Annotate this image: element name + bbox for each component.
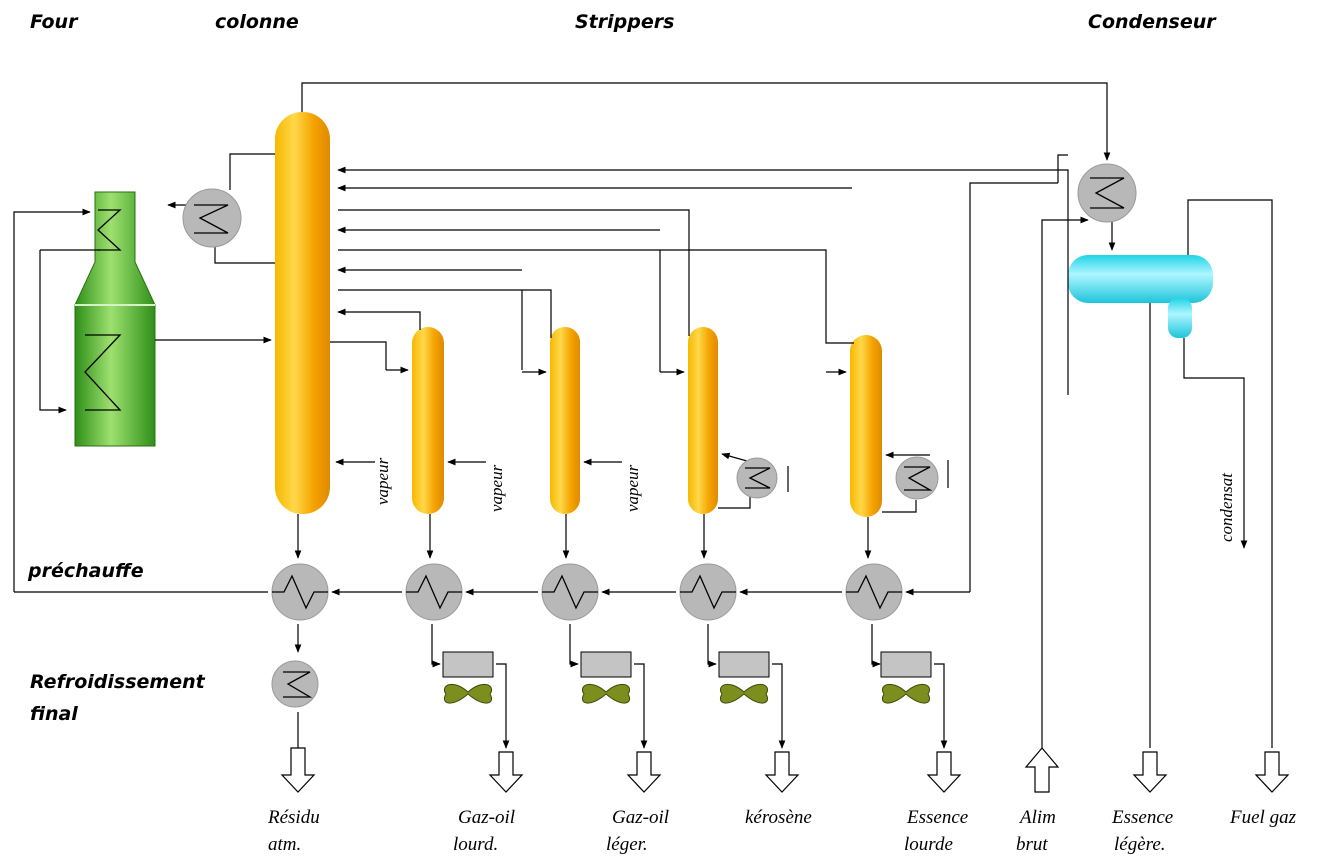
preheat-exchanger-icon (845, 563, 903, 621)
header-colonne: colonne (215, 11, 299, 33)
header-refroidissement: Refroidissement (30, 671, 206, 693)
heat-exchanger-icon (271, 660, 319, 708)
header-strippers: Strippers (575, 11, 674, 33)
preheat-exchanger-icon (271, 563, 329, 621)
product-label: légère. (1114, 834, 1166, 855)
stripper-gazoil-leger (550, 327, 580, 514)
product-label: atm. (268, 834, 301, 855)
product-label: Essence (1111, 807, 1173, 828)
heat-exchanger-icon (736, 457, 778, 499)
vapeur-label: vapeur (623, 464, 642, 512)
product-label: lourde (904, 834, 953, 855)
product-arrow-icon (926, 751, 962, 793)
product-arrow-icon (488, 751, 524, 793)
header-four: Four (30, 11, 79, 33)
product-label: kérosène (745, 807, 812, 828)
product-label: léger. (606, 834, 648, 855)
header-final: final (30, 703, 78, 725)
stripper-gazoil-lourd (412, 327, 444, 514)
product-label: Fuel gaz (1229, 807, 1297, 828)
header-prechauffe: préchauffe (27, 560, 144, 582)
product-arrow-icon (280, 747, 316, 793)
heat-exchanger-icon (895, 456, 939, 500)
stripper-essence-lourde (850, 335, 882, 517)
main-column (275, 112, 330, 514)
product-label: Gaz-oil (612, 807, 669, 828)
air-cooler-fan-icon (580, 651, 632, 704)
air-cooler-fan-icon (880, 651, 932, 704)
product-arrow-icon (1254, 751, 1290, 793)
product-arrow-icon (1132, 751, 1168, 793)
air-cooler-fan-icon (442, 651, 494, 704)
heat-exchanger-icon (1077, 163, 1137, 223)
heat-exchanger-icon (182, 188, 242, 248)
product-label: lourd. (453, 834, 498, 855)
preheat-exchanger-icon (541, 563, 599, 621)
feed-arrow-icon (1024, 747, 1060, 793)
product-label: Alim (1018, 807, 1056, 828)
product-label: brut (1016, 834, 1048, 855)
furnace-coil-icon (84, 209, 122, 411)
vapeur-label: vapeur (373, 457, 392, 505)
stripper-kerosene (688, 327, 718, 514)
product-label: Essence (906, 807, 968, 828)
air-cooler-fan-icon (718, 651, 770, 704)
product-label: Résidu (267, 807, 320, 828)
product-arrow-icon (626, 751, 662, 793)
header-condenseur: Condenseur (1088, 11, 1217, 33)
product-arrow-icon (764, 751, 800, 793)
vapeur-label: vapeur (487, 464, 506, 512)
piping (13, 82, 1273, 749)
preheat-exchanger-icon (405, 563, 463, 621)
reflux-drum (1068, 255, 1213, 338)
furnace (74, 191, 156, 447)
condensat-label: condensat (1217, 472, 1236, 542)
preheat-exchanger-icon (679, 563, 737, 621)
product-label: Gaz-oil (458, 807, 515, 828)
